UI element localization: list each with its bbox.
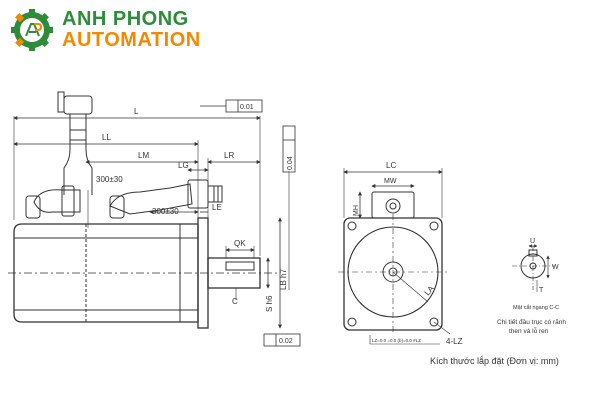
mount-hole <box>429 317 439 327</box>
dim-W: W <box>552 264 559 271</box>
dim-LM: LM <box>138 151 149 160</box>
cable-1 <box>33 189 81 213</box>
dim-runout: 0.01 <box>240 104 254 111</box>
footer-caption: Kích thước lắp đặt (Đơn vị: mm) <box>430 356 559 366</box>
dim-perp: 0.02 <box>279 338 293 345</box>
dim-MW: MW <box>384 178 397 185</box>
dim-LE: LE <box>212 203 222 212</box>
motor-body <box>13 223 199 323</box>
power-connector <box>63 95 93 115</box>
dim-holes: 4-LZ <box>446 337 463 346</box>
dim-LR: LR <box>224 151 234 160</box>
dim-LL: LL <box>102 133 111 142</box>
dim-flatness: 0.04 <box>287 156 294 170</box>
dim-MH: MH <box>353 205 360 216</box>
front-view <box>338 168 451 345</box>
dim-cable-1: 300±30 <box>96 175 123 184</box>
detail-caption-line2: then và lỗ ren <box>509 326 549 335</box>
dim-LG: LG <box>178 161 189 170</box>
dim-cable-2: 300±30 <box>152 207 179 216</box>
front-connector <box>371 191 415 219</box>
mount-hole <box>347 221 357 231</box>
detail-caption-line1: Chi tiết đầu trục có rãnh <box>497 317 566 326</box>
dim-C: C <box>232 297 238 306</box>
dim-LC: LC <box>386 161 396 170</box>
brand-text: ANH PHONG AUTOMATION <box>62 9 201 51</box>
side-view <box>8 91 301 347</box>
dim-QK: QK <box>234 239 246 248</box>
dim-U: U <box>530 238 535 245</box>
section-label: Mặt cắt ngang C-C <box>513 304 559 311</box>
front-note: LZ=0.0 =0.0 (b)=0.0 #LZ <box>372 338 421 343</box>
dim-LA: LA <box>423 283 437 297</box>
brand-name-line2: AUTOMATION <box>62 29 201 51</box>
dim-LB: LB h7 <box>279 269 288 290</box>
shaft-detail-view <box>512 244 554 292</box>
dim-L: L <box>134 107 139 116</box>
brand-logo: ANH PHONG AUTOMATION <box>10 8 201 52</box>
dim-S: S h6 <box>265 295 274 312</box>
brand-name-line1: ANH PHONG <box>62 8 189 30</box>
cable-2 <box>109 183 193 215</box>
dim-T: T <box>539 287 544 294</box>
mount-hole <box>429 221 439 231</box>
mount-hole <box>347 317 357 327</box>
gear-logo-icon <box>11 9 53 51</box>
